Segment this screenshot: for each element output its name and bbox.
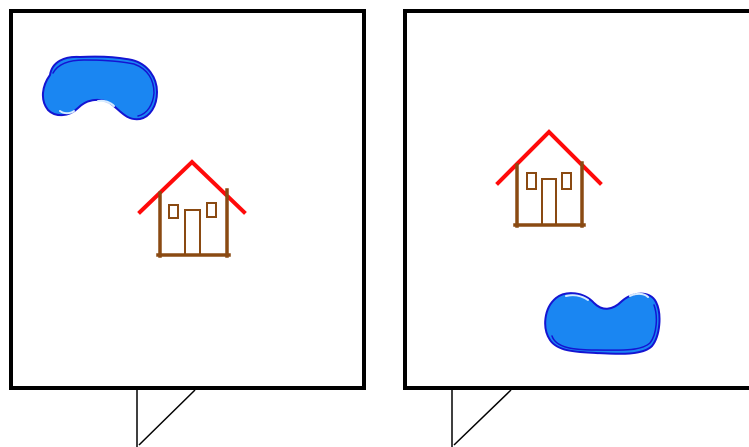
stand-right: [452, 390, 511, 447]
panel-right: [405, 11, 749, 388]
panel-left: [11, 11, 364, 388]
stand-left: [137, 390, 195, 447]
